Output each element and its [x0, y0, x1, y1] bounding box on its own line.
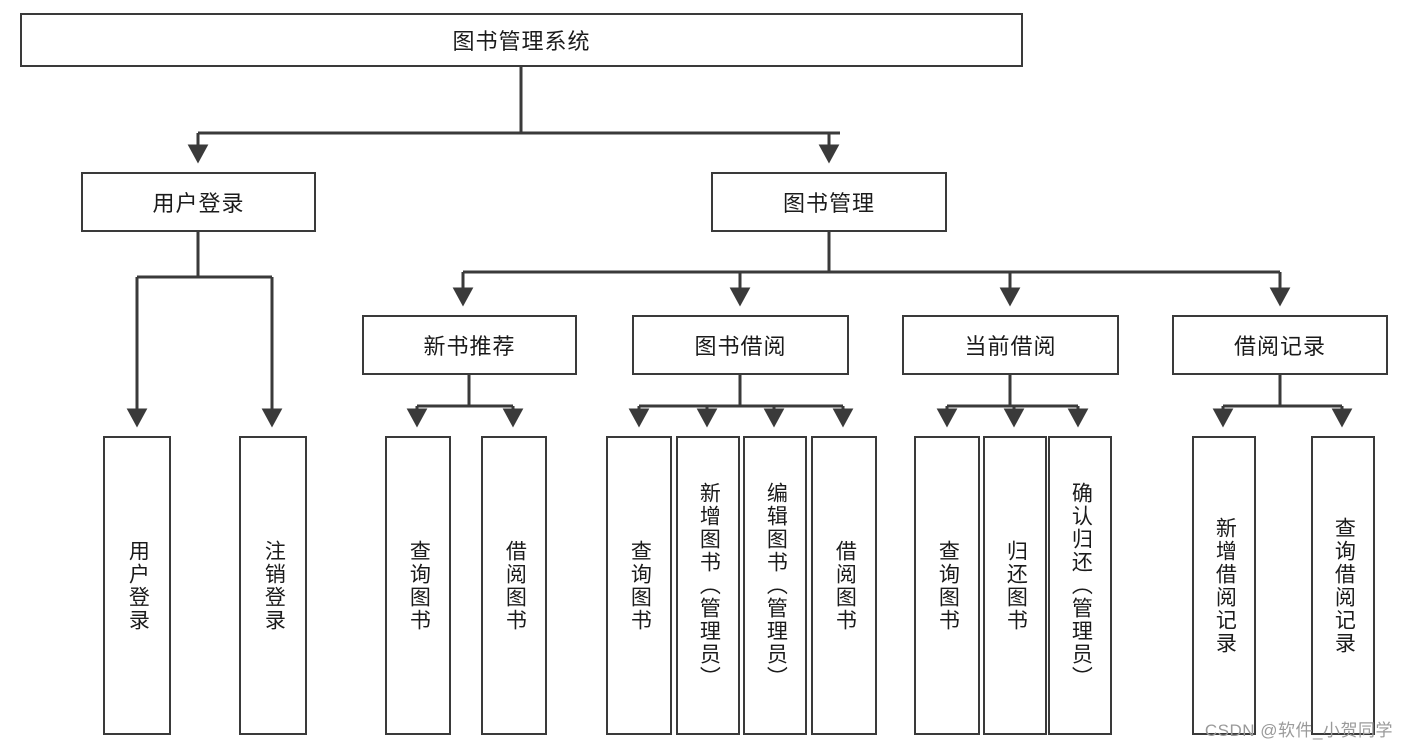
leaf-new-book-borrow[interactable]: 借阅图书 [481, 436, 547, 735]
node-root[interactable]: 图书管理系统 [20, 13, 1023, 67]
leaf-label: 注销登录 [262, 539, 286, 632]
leaf-current-borrow-query[interactable]: 查询图书 [914, 436, 980, 735]
node-borrow-record-label: 借阅记录 [1233, 334, 1326, 359]
node-root-label: 图书管理系统 [452, 29, 591, 54]
leaf-label: 借阅图书 [503, 539, 527, 632]
leaf-label: 查询借阅记录 [1332, 516, 1356, 655]
leaf-borrow-record-add[interactable]: 新增借阅记录 [1192, 436, 1256, 735]
node-borrow-record[interactable]: 借阅记录 [1172, 315, 1388, 375]
leaf-label: 借阅图书 [833, 539, 857, 632]
node-book-management-label: 图书管理 [782, 191, 875, 216]
leaf-current-borrow-return[interactable]: 归还图书 [983, 436, 1047, 735]
leaf-book-borrow-query[interactable]: 查询图书 [606, 436, 672, 735]
node-current-borrow[interactable]: 当前借阅 [902, 315, 1119, 375]
leaf-current-borrow-confirm[interactable]: 确认归还（管理员） [1048, 436, 1112, 735]
leaf-book-borrow-add[interactable]: 新增图书（管理员） [676, 436, 740, 735]
leaf-label: 查询图书 [936, 539, 960, 632]
leaf-label: 归还图书 [1004, 539, 1028, 632]
leaf-borrow-record-query[interactable]: 查询借阅记录 [1311, 436, 1375, 735]
leaf-label: 编辑图书（管理员） [764, 482, 788, 689]
node-book-borrow[interactable]: 图书借阅 [632, 315, 849, 375]
leaf-label: 确认归还（管理员） [1069, 482, 1093, 689]
node-current-borrow-label: 当前借阅 [964, 334, 1057, 359]
leaf-book-borrow-edit[interactable]: 编辑图书（管理员） [743, 436, 807, 735]
node-user-login[interactable]: 用户登录 [81, 172, 316, 232]
node-book-borrow-label: 图书借阅 [694, 334, 787, 359]
node-book-management[interactable]: 图书管理 [711, 172, 947, 232]
node-user-login-label: 用户登录 [152, 191, 245, 216]
leaf-label: 查询图书 [628, 539, 652, 632]
watermark: CSDN @软件_小贺同学 [1204, 721, 1393, 740]
leaf-label: 查询图书 [407, 539, 431, 632]
leaf-user-login-login[interactable]: 用户登录 [103, 436, 171, 735]
leaf-label: 用户登录 [126, 539, 150, 632]
leaf-user-login-logout[interactable]: 注销登录 [239, 436, 307, 735]
leaf-book-borrow-borrow[interactable]: 借阅图书 [811, 436, 877, 735]
node-new-book-recommend-label: 新书推荐 [423, 334, 516, 359]
node-new-book-recommend[interactable]: 新书推荐 [362, 315, 577, 375]
leaf-label: 新增借阅记录 [1213, 516, 1237, 655]
leaf-new-book-query[interactable]: 查询图书 [385, 436, 451, 735]
leaf-label: 新增图书（管理员） [697, 482, 721, 689]
